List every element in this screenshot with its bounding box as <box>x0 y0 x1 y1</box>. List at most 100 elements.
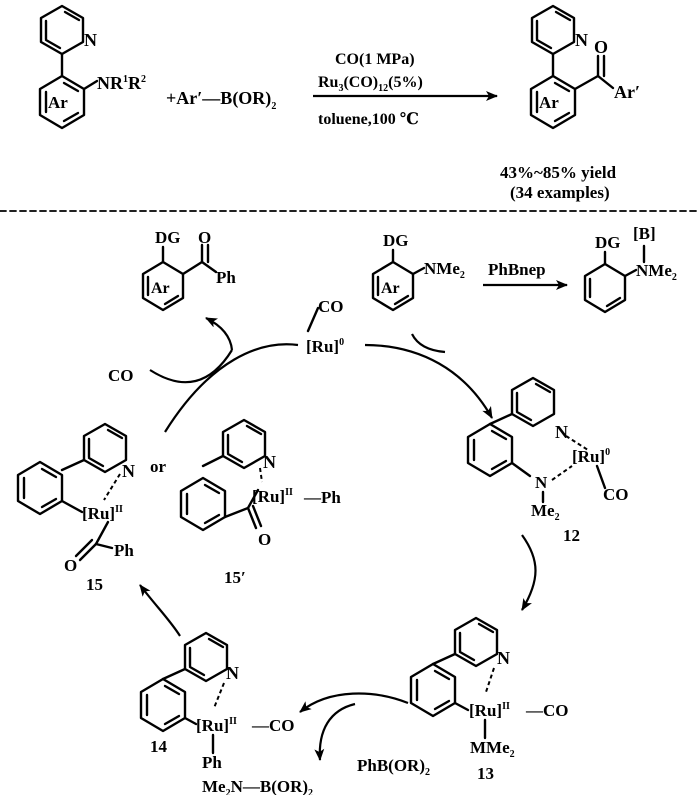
cmp15-ru-label: [Ru]II <box>82 504 123 523</box>
cmp13-c-ru-bond <box>453 701 470 712</box>
cmp12-n-ru-dash <box>565 435 589 451</box>
co-in-label: CO <box>108 366 134 385</box>
cmp15p-pyridine-ring <box>221 418 267 470</box>
cmp13-mme-label: MMe2 <box>470 738 515 760</box>
cmp13-n-ru-dash <box>485 667 495 693</box>
substrate-nme-label: NMe2 <box>424 259 465 281</box>
cmp13-co-label: —CO <box>525 701 569 720</box>
cmp13-number: 13 <box>477 764 494 783</box>
cmp14-aryl-ring <box>139 677 187 733</box>
cmp15-co-double2 <box>74 538 94 558</box>
cycle-arc-bottom <box>299 692 409 713</box>
co-uptake-arc <box>149 349 233 384</box>
ru0-co-label: CO <box>318 297 344 316</box>
reagent-phbor2: PhB(OR)2 <box>357 756 430 778</box>
cmp15p-n-label: N <box>263 452 276 472</box>
cmp15-co-double1 <box>78 542 98 562</box>
byproduct-arrow <box>314 702 356 761</box>
cmp15-ru-acyl-bond <box>94 520 110 546</box>
cmp14-n-ru-dash <box>213 682 225 709</box>
product-ar-bond <box>596 74 615 90</box>
cmp12-nme-n-label: N <box>535 473 548 492</box>
product-ar-label: Ar <box>539 93 559 112</box>
cmp12-aryl-ring <box>466 422 514 478</box>
cmp12-me-label: Me2 <box>531 501 560 523</box>
borylated-dg-label: DG <box>595 233 621 252</box>
cycle-arc-left <box>139 584 181 637</box>
cycle-arc-right-top <box>364 343 493 419</box>
cmp12-cn-bond <box>510 461 532 478</box>
cmp15p-c-acyl-bond <box>223 506 250 519</box>
cmp13-pyridine-ring <box>453 616 499 668</box>
byproduct-label: Me2N—B(OR)2 <box>202 777 313 795</box>
ketone-dg-label: DG <box>155 228 181 247</box>
cmp15-n-ru-dash <box>103 473 121 501</box>
cmp15p-o-label: O <box>258 530 271 549</box>
ketone-ar-label: Ar <box>151 280 170 297</box>
cmp15p-n-ru-dash <box>259 467 263 483</box>
cmp15-o-label: O <box>64 556 77 575</box>
cmp14-n-label: N <box>226 663 239 683</box>
reactant1-ar-label: Ar <box>48 93 68 112</box>
cmp15p-ru-label: [Ru]II <box>252 487 293 506</box>
product-carbonyl-bond <box>573 74 600 91</box>
cmp12-number: 12 <box>563 526 580 545</box>
cmp15p-biaryl-bond <box>201 454 225 468</box>
condition-solvent: toluene,100 ℃ <box>318 111 419 128</box>
yield-text: 43%~85% yield <box>500 163 617 182</box>
cycle-arc-right <box>521 534 537 611</box>
cmp12-biaryl-bond <box>488 412 514 426</box>
cmp15-ph-label: Ph <box>114 541 134 560</box>
ketone-o-label: O <box>198 228 211 247</box>
ketone-ph-bond <box>200 260 218 274</box>
cmp15-number: 15 <box>86 575 103 594</box>
cmp15-aryl-ring <box>16 460 64 516</box>
ru0-co-bond <box>306 306 320 333</box>
cmp14-co-label: —CO <box>251 716 295 735</box>
product-release-arrow <box>205 317 234 351</box>
substrate-ar-label: Ar <box>381 280 400 297</box>
cmp12-co-label: CO <box>603 485 629 504</box>
substrate-entry-arc <box>411 333 446 354</box>
cmp15-c-ru-bond <box>60 499 84 514</box>
substrate-dg-label: DG <box>383 231 409 250</box>
cmp15-biaryl-bond <box>60 458 86 472</box>
cmp14-biaryl-bond <box>161 667 187 681</box>
cmp13-aryl-ring <box>409 662 457 718</box>
cmp12-n-label: N <box>555 422 568 442</box>
ketone-ph-label: Ph <box>216 268 236 287</box>
cmp15p-aryl-ring <box>179 476 227 532</box>
cmp13-n-label: N <box>497 648 510 668</box>
reactant2-label: +Ar′—B(OR)2 <box>166 88 276 112</box>
condition-co: CO(1 MPa) <box>335 51 415 68</box>
cmp12-ru-label: [Ru]0 <box>572 447 610 466</box>
condition-catalyst: Ru3(CO)12(5%) <box>318 74 423 94</box>
cmp12-ru-co-bond <box>595 464 607 490</box>
cmp15p-number: 15′ <box>224 568 246 587</box>
reactant1-nr-label: NR1R2 <box>97 73 146 93</box>
product-ar2-label: Ar′ <box>614 82 640 102</box>
cmp14-number: 14 <box>150 737 168 756</box>
borylated-cn-bond <box>623 268 638 278</box>
cmp15-pyridine-ring <box>82 422 128 474</box>
cmp14-pyridine-ring <box>183 631 229 683</box>
borylated-nme-label: NMe2 <box>636 261 677 283</box>
cmp15-n-label: N <box>122 461 135 481</box>
cmp15p-ph-label: —Ph <box>303 488 341 507</box>
cmp12-nme-ru-dash <box>551 465 573 481</box>
examples-text: (34 examples) <box>510 183 610 202</box>
substrate-cn-bond <box>411 266 426 276</box>
reactant1-pyridine-ring <box>39 4 85 56</box>
product-pyridine-ring <box>530 4 576 56</box>
cmp15-or-label: or <box>150 457 167 476</box>
ketone-carbonyl-bond <box>181 260 204 276</box>
borylated-b-label: [B] <box>633 224 656 243</box>
cmp15p-co-double2 <box>251 504 263 528</box>
cmp15-c-ph-bond <box>94 542 114 550</box>
cmp15p-acyl-ru-bond <box>246 488 260 510</box>
product-o-label: O <box>594 37 608 57</box>
cmp12-pyridine-ring <box>510 376 556 428</box>
cmp13-ru-label: [Ru]II <box>469 701 510 720</box>
